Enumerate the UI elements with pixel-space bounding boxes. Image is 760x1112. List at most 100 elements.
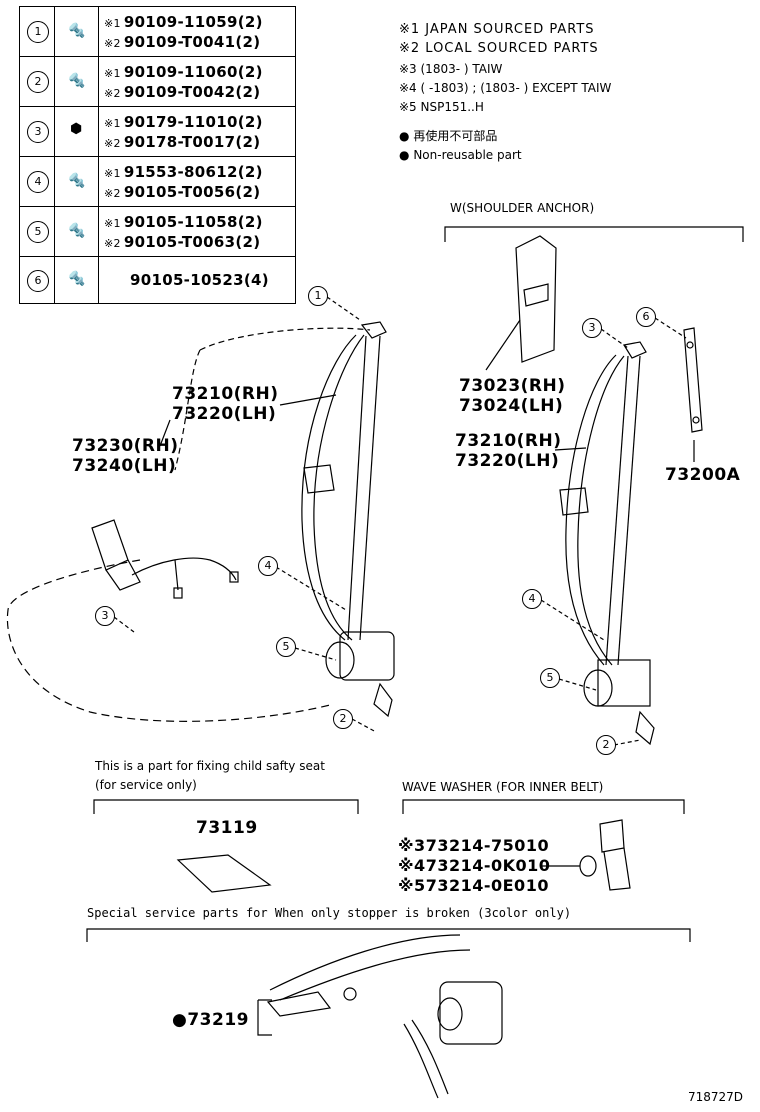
left-buckle-assembly bbox=[91, 519, 239, 599]
belt-right-label: 73210(RH)73220(LH) bbox=[455, 431, 562, 471]
table-divider bbox=[98, 57, 99, 106]
seat-back-outline bbox=[199, 327, 371, 351]
child-plate-label: 73119 bbox=[196, 818, 258, 838]
wave-washer-heading: WAVE WASHER (FOR INNER BELT) bbox=[402, 780, 604, 794]
fastener-number: 1 bbox=[27, 21, 49, 43]
fastener-number: 4 bbox=[27, 171, 49, 193]
part-line: 90105-10523(4) bbox=[130, 271, 269, 289]
anchor-cover-leader bbox=[485, 319, 521, 371]
wave-washer bbox=[579, 855, 597, 877]
callout-2: 2 bbox=[596, 735, 616, 755]
callout-5: 5 bbox=[276, 637, 296, 657]
note-1: ※1 JAPAN SOURCED PARTS bbox=[399, 22, 595, 37]
filled-circle-icon: ● bbox=[172, 1010, 188, 1030]
table-divider bbox=[98, 207, 99, 256]
seat-side-outline bbox=[174, 349, 201, 471]
bolt-icon: 🔩 bbox=[68, 73, 86, 89]
belt-left-label: 73210(RH)73220(LH) bbox=[172, 384, 279, 424]
stopper-label: ●73219 bbox=[172, 1010, 249, 1030]
callout-5: 5 bbox=[540, 668, 560, 688]
seat-cushion-outline bbox=[6, 559, 331, 722]
fastener-number: 2 bbox=[27, 71, 49, 93]
bolt-icon: 🔩 bbox=[68, 271, 86, 287]
callout-3: 3 bbox=[582, 318, 602, 338]
non-reusable-jp: ● 再使用不可部品 bbox=[399, 129, 498, 143]
bolt-icon: 🔩 bbox=[68, 223, 86, 239]
table-divider bbox=[98, 107, 99, 156]
belt-right-leader bbox=[554, 447, 587, 451]
callout-1: 1 bbox=[308, 286, 328, 306]
callout-4: 4 bbox=[522, 589, 542, 609]
fastener-number: 3 bbox=[27, 121, 49, 143]
service-only-note: (for service only) bbox=[95, 778, 197, 792]
callout-leaders bbox=[113, 296, 687, 746]
right-seat-belt-assembly bbox=[559, 341, 655, 746]
buckle-leader bbox=[159, 419, 171, 447]
note-5: ※5 NSP151..H bbox=[399, 100, 484, 114]
note-4: ※4 ( -1803) ; (1803- ) EXCEPT TAIW bbox=[399, 81, 612, 95]
nut-icon: ⬢ bbox=[70, 121, 83, 137]
fastener-number: 5 bbox=[27, 221, 49, 243]
table-divider bbox=[54, 157, 55, 206]
shoulder-anchor-bracket bbox=[444, 226, 744, 242]
child-seat-heading: This is a part for fixing child safty se… bbox=[95, 759, 325, 773]
figure-id: 718727D bbox=[688, 1090, 744, 1104]
child-seat-bracket bbox=[93, 799, 359, 814]
bolt-icon: 🔩 bbox=[68, 23, 86, 39]
table-divider bbox=[54, 207, 55, 256]
shoulder-anchor-heading: W(SHOULDER ANCHOR) bbox=[450, 201, 595, 215]
stopper-detail bbox=[257, 934, 503, 1099]
note-3: ※3 (1803- ) TAIW bbox=[399, 62, 503, 76]
fastener-row-6: 6 🔩 90105-10523(4) bbox=[20, 257, 295, 303]
filled-circle-icon: ● bbox=[399, 129, 410, 143]
callout-4: 4 bbox=[258, 556, 278, 576]
special-service-heading: Special service parts for When only stop… bbox=[87, 906, 572, 920]
special-service-bracket bbox=[86, 928, 691, 942]
table-divider bbox=[54, 57, 55, 106]
callout-3: 3 bbox=[95, 606, 115, 626]
filled-circle-icon: ● bbox=[399, 148, 410, 162]
table-divider bbox=[98, 7, 99, 56]
non-reusable-en: ● Non-reusable part bbox=[399, 148, 522, 162]
buckle-label: 73230(RH)73240(LH) bbox=[72, 436, 179, 476]
table-divider bbox=[54, 257, 55, 303]
left-seat-belt-assembly bbox=[301, 321, 395, 718]
washer-buckle bbox=[599, 819, 625, 853]
washer-label-4: ※473214-0K010 bbox=[398, 856, 551, 875]
table-divider bbox=[54, 107, 55, 156]
washer-label-5: ※573214-0E010 bbox=[398, 876, 549, 895]
anchor-cover-part bbox=[515, 235, 557, 363]
anchor-cover-label: 73023(RH)73024(LH) bbox=[459, 376, 566, 416]
washer-label-3: ※373214-75010 bbox=[398, 836, 550, 855]
table-divider bbox=[98, 257, 99, 303]
wave-washer-bracket bbox=[402, 799, 685, 814]
fastener-number: 6 bbox=[27, 270, 49, 292]
callout-6: 6 bbox=[636, 307, 656, 327]
bolt-icon: 🔩 bbox=[68, 173, 86, 189]
table-divider bbox=[98, 157, 99, 206]
note-2: ※2 LOCAL SOURCED PARTS bbox=[399, 41, 599, 56]
shoulder-adjuster-rail bbox=[683, 327, 703, 433]
shoulder-adjuster-label: 73200A bbox=[665, 465, 741, 485]
table-divider bbox=[54, 7, 55, 56]
child-seat-plate bbox=[176, 854, 272, 893]
callout-2: 2 bbox=[333, 709, 353, 729]
